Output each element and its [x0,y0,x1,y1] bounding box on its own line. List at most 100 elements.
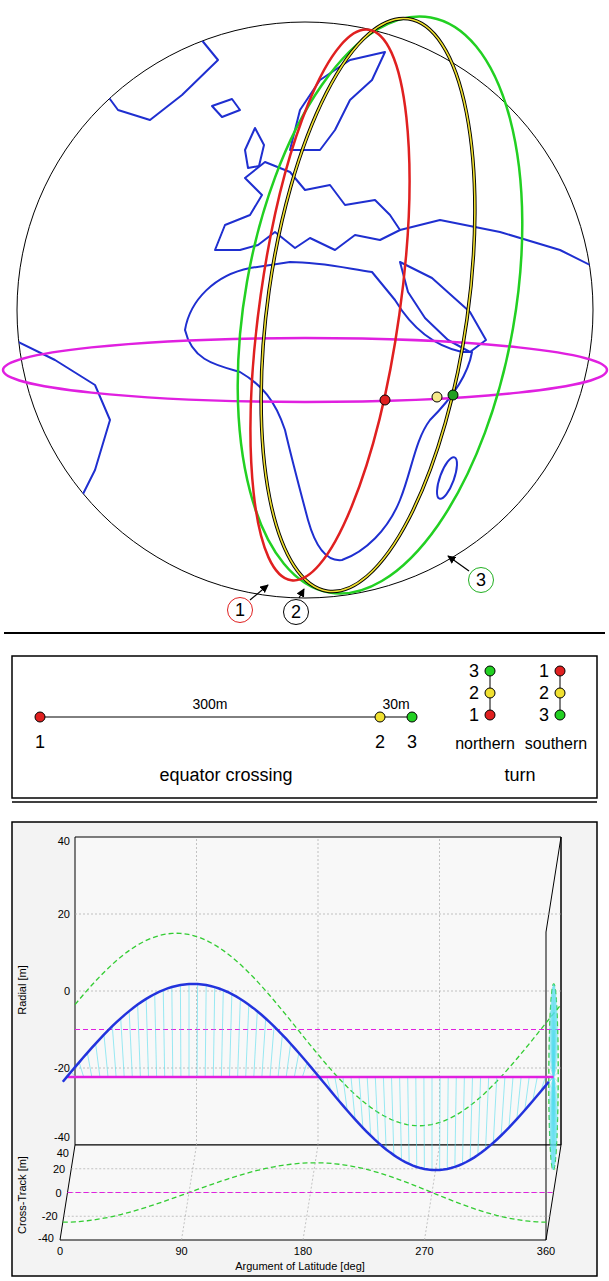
offset-tick [87,1053,91,1077]
offset-tick [462,1077,464,1164]
satellite-number: 1 [539,662,549,680]
caption-label: southern [525,736,587,752]
satellite-number: 2 [539,684,549,702]
axis-tick: 180 [294,1246,312,1257]
plot-3d [60,837,561,1240]
position-dot [485,666,495,676]
position-dot [485,710,495,720]
offset-tick [549,1077,553,1119]
offset-tick [146,999,148,1077]
grid-line [71,1168,557,1169]
offset-tick [455,1077,456,1167]
offset-tick [112,1026,116,1077]
offset-tick [367,1077,370,1136]
axis-tick: 90 [175,1246,187,1257]
axis-tick: 360 [537,1246,555,1257]
offset-tick [554,1053,559,1077]
greenland-coast [90,38,218,120]
offset-tick [439,1077,440,1170]
offset-tick [554,1063,559,1077]
callout-number: 1 [235,601,245,619]
axis-title: Radial [m] [17,965,28,1015]
satellite-number: 3 [407,733,417,751]
equator-ring [3,338,607,402]
offset-tick [554,1072,559,1077]
offset-tick [550,1077,554,1136]
axis-tick: 40 [57,1148,69,1159]
separator-rule [4,632,605,634]
offset-tick [221,990,223,1077]
orbit-2-edge [229,5,507,605]
callout-circle: 1 [227,597,253,623]
offset-tick [121,1018,124,1077]
south-america-coast [14,340,110,560]
axis-tick: 20 [53,1163,65,1174]
offset-tick [96,1044,100,1077]
leader-line [448,556,469,571]
asia-coast [400,220,600,270]
grid-line [75,991,561,992]
axis-tick: 0 [64,986,70,997]
offset-tick [470,1077,472,1160]
offset-tick [155,994,157,1077]
offset-tick [478,1077,481,1155]
africa-coast [185,262,472,560]
mean-projection [75,1029,561,1030]
offset-tick [549,1077,554,1101]
offset-tick [554,1035,558,1077]
offset-tick [129,1011,132,1077]
relative-orbit [63,984,549,1170]
offset-tick [286,1044,290,1077]
panel-rule [12,801,597,803]
axis-tick: -20 [42,1211,58,1222]
leader-line [299,589,304,598]
offset-tick [238,999,241,1077]
europe-coast [215,162,400,250]
position-dot [375,712,385,722]
offset-tick [262,1018,266,1077]
offset-tick [270,1026,274,1077]
offset-tick [180,985,181,1077]
callout-number: 2 [291,603,301,621]
offset-tick [375,1077,378,1143]
plot-panel [12,822,597,1276]
offset-tick [302,1063,307,1077]
axis-tick: 0 [57,1246,63,1257]
scandinavia-coast [290,52,385,150]
crossing-dot [380,395,390,405]
offset-tick [246,1005,249,1077]
axis-tick: 0 [55,1187,61,1198]
back-wall [75,837,561,1145]
offset-tick [400,1077,402,1160]
position-dot [555,688,565,698]
grid-line [68,1192,554,1193]
offset-tick [138,1005,141,1077]
axis-title: Cross-Track [m] [17,1156,28,1234]
axis-tick: -40 [54,1132,70,1143]
offset-tick [554,1018,558,1077]
offset-tick [554,1026,558,1077]
orbit-3 [196,0,563,616]
callout-number: 3 [476,571,486,589]
offset-tick [554,1044,558,1077]
offset-tick [230,994,232,1077]
orbit-2 [229,5,507,605]
satellite-number: 2 [469,684,479,702]
mean-projection [68,1192,554,1193]
offset-tick [415,1077,417,1167]
offset-tick [278,1035,282,1077]
offset-tick [509,1077,513,1128]
position-dot [407,712,417,722]
offset-tick [189,984,190,1077]
axis-tick: -40 [38,1233,54,1244]
axis-tick: 20 [58,909,70,920]
position-dot [35,712,45,722]
offset-tick [197,984,198,1077]
offset-tick [501,1077,505,1136]
offset-tick [205,985,207,1077]
offset-tick [447,1077,449,1169]
iceland-coast [212,99,240,117]
offset-tick [486,1077,489,1149]
orbit-1 [222,20,438,590]
